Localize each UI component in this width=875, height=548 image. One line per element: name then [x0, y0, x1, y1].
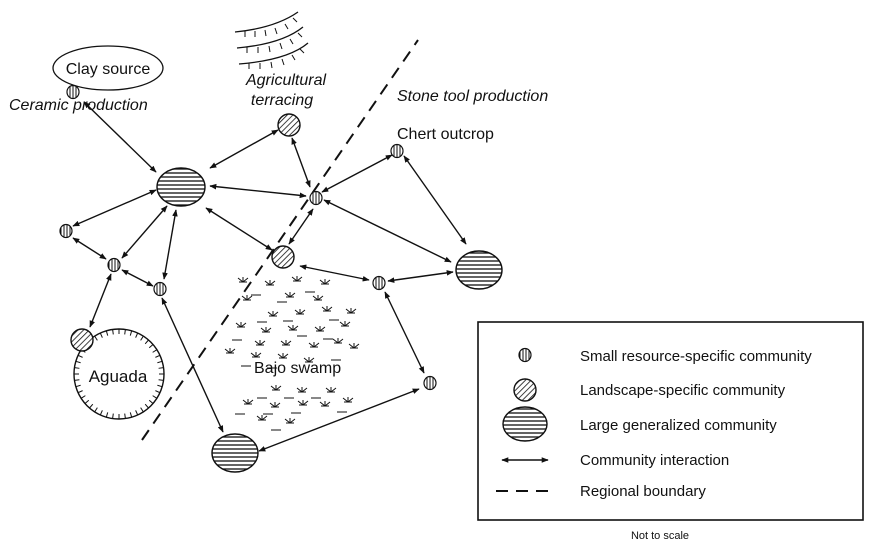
arrow-hub-to-large	[121, 205, 168, 259]
arrow-center-to-chert	[321, 154, 393, 193]
arrow-large-bottom-to-small-southeast	[258, 388, 420, 452]
aguada-ticks	[74, 329, 164, 419]
arrow-center-to-large-right	[323, 199, 452, 263]
clay-source-label: Clay source	[66, 61, 151, 78]
small-resource-community	[107, 257, 121, 273]
interaction-arrows	[72, 101, 467, 452]
arrow-landscape-mid-to-small-east	[299, 264, 370, 282]
legend-large-label: Large generalized community	[580, 417, 777, 434]
arrow-left-small-to-large	[72, 189, 157, 227]
legend-large-symbol	[502, 406, 548, 442]
small-resource-community	[390, 143, 404, 159]
legend-landscape-symbol	[513, 378, 537, 402]
legend: Small resource-specific community Landsc…	[477, 321, 864, 521]
stone-tool-production-label: Stone tool production	[397, 88, 548, 105]
landscape-communities	[70, 113, 301, 352]
large-generalized-community	[455, 250, 503, 290]
chert-outcrop-label: Chert outcrop	[397, 126, 494, 143]
arrow-small-east-to-large-right	[387, 270, 454, 283]
aguada-label: Aguada	[89, 367, 148, 386]
legend-small-label: Small resource-specific community	[580, 348, 812, 365]
small-resource-community	[372, 275, 386, 291]
arrow-chert-to-large-right	[403, 155, 467, 245]
arrow-left-small-to-hub	[72, 237, 107, 260]
landscape-specific-community	[70, 328, 94, 352]
arrow-terrace-to-center	[291, 137, 311, 188]
ceramic-production-label: Ceramic production	[9, 97, 148, 114]
arrow-large-to-center	[209, 183, 307, 199]
small-resource-community	[59, 223, 73, 239]
large-communities	[156, 167, 503, 473]
bajo-swamp-label: Bajo swamp	[254, 360, 341, 377]
small-resource-community	[153, 281, 167, 297]
arrow-large-to-landscape-mid	[205, 207, 273, 251]
large-generalized-community	[211, 433, 259, 473]
scale-note: Not to scale	[631, 530, 689, 542]
arrow-hub-to-lower-small	[121, 269, 154, 287]
arrow-lower-small-to-large-bottom	[161, 297, 224, 433]
arrow-center-to-landscape-mid	[288, 208, 314, 245]
arrow-hub-to-aguada-landscape	[89, 273, 112, 328]
legend-boundary-label: Regional boundary	[580, 483, 706, 500]
arrow-small-east-to-small-southeast	[384, 291, 425, 374]
bajo-swamp-symbols	[224, 276, 360, 431]
small-communities	[59, 84, 437, 391]
legend-landscape-label: Landscape-specific community	[580, 382, 786, 399]
arrow-large-to-lower-small	[162, 209, 178, 280]
legend-small-symbol	[518, 347, 532, 363]
large-generalized-community	[156, 167, 206, 207]
terracing-label: terracing	[251, 92, 313, 109]
small-resource-community	[423, 375, 437, 391]
terracing-symbol	[234, 11, 309, 69]
arrow-ceramic-to-large	[83, 101, 157, 173]
small-resource-community	[309, 190, 323, 206]
arrow-large-to-terrace	[209, 129, 279, 169]
small-resource-community	[66, 84, 80, 100]
landscape-specific-community	[271, 245, 295, 269]
agricultural-label: Agricultural	[245, 72, 326, 89]
clay-source-ellipse	[52, 45, 164, 91]
legend-interaction-label: Community interaction	[580, 452, 729, 469]
landscape-specific-community	[277, 113, 301, 137]
